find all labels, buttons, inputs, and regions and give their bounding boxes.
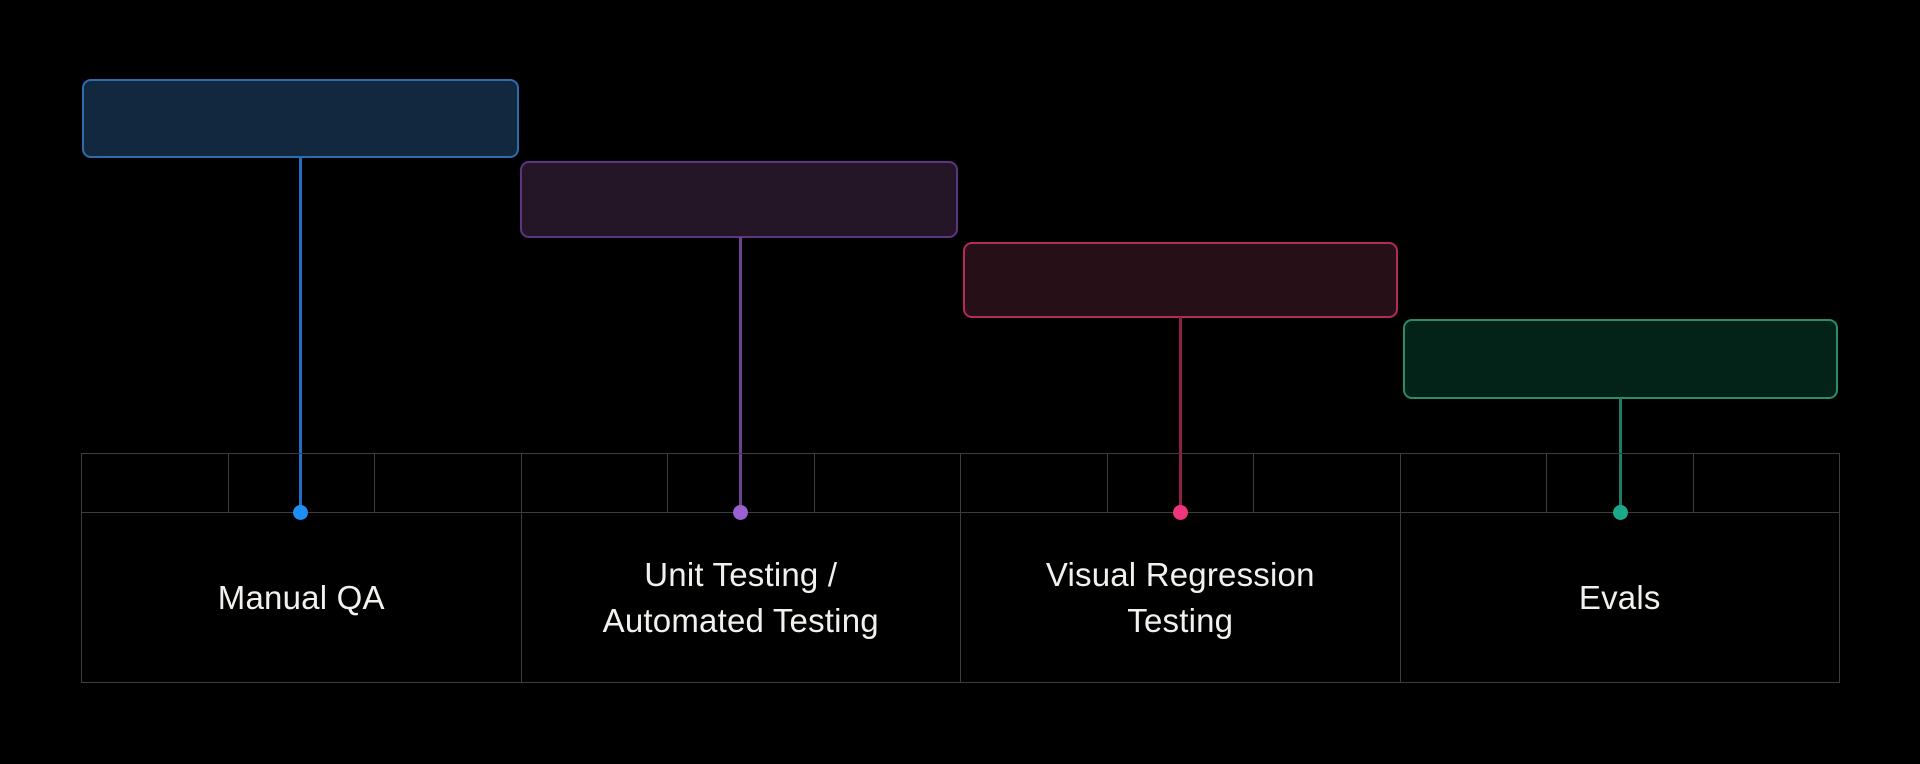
tick-cell <box>522 454 668 512</box>
label-line: Manual QA <box>217 578 385 616</box>
timeline-label-visual-regression-testing: Visual Regression Testing <box>961 513 1400 682</box>
timeline-dot-unit-automated-testing <box>733 505 748 520</box>
tick-cell <box>961 454 1107 512</box>
tick-cell <box>1253 454 1400 512</box>
tick-cell <box>813 454 961 512</box>
method-box-visual-regression-testing <box>963 242 1398 318</box>
tick-cell <box>227 454 375 512</box>
label-line: Unit Testing / <box>644 555 838 593</box>
connector-line-unit-automated-testing <box>739 237 742 512</box>
timeline-table: Manual QA Unit Testing / Automated Testi… <box>81 453 1840 683</box>
tick-cell <box>82 454 228 512</box>
method-box-unit-automated-testing <box>520 161 958 238</box>
tick-cell <box>1401 454 1547 512</box>
connector-line-evals <box>1619 398 1622 512</box>
tick-cell <box>667 454 814 512</box>
timeline-section-visual-regression-testing: Visual Regression Testing <box>960 454 1400 682</box>
method-box-evals <box>1403 319 1838 399</box>
tick-cell <box>1106 454 1254 512</box>
tick-cell <box>374 454 521 512</box>
connector-line-visual-regression-testing <box>1179 317 1182 512</box>
timeline-dot-visual-regression-testing <box>1173 505 1188 520</box>
timeline-section-manual-qa: Manual QA <box>82 454 521 682</box>
timeline-label-unit-automated-testing: Unit Testing / Automated Testing <box>522 513 961 682</box>
timeline-label-evals: Evals <box>1401 513 1840 682</box>
tick-cell <box>1546 454 1693 512</box>
label-line: Visual Regression <box>1045 555 1315 593</box>
connector-line-manual-qa <box>299 157 302 512</box>
label-line: Evals <box>1578 578 1661 616</box>
timeline-section-evals: Evals <box>1399 454 1840 682</box>
tick-cell <box>1692 454 1840 512</box>
timeline-dot-evals <box>1613 505 1628 520</box>
label-line: Automated Testing <box>602 601 879 639</box>
method-box-manual-qa <box>82 79 519 158</box>
timeline-dot-manual-qa <box>293 505 308 520</box>
label-line: Testing <box>1127 601 1234 639</box>
timeline-label-manual-qa: Manual QA <box>82 513 521 682</box>
timeline-section-unit-automated-testing: Unit Testing / Automated Testing <box>520 454 961 682</box>
